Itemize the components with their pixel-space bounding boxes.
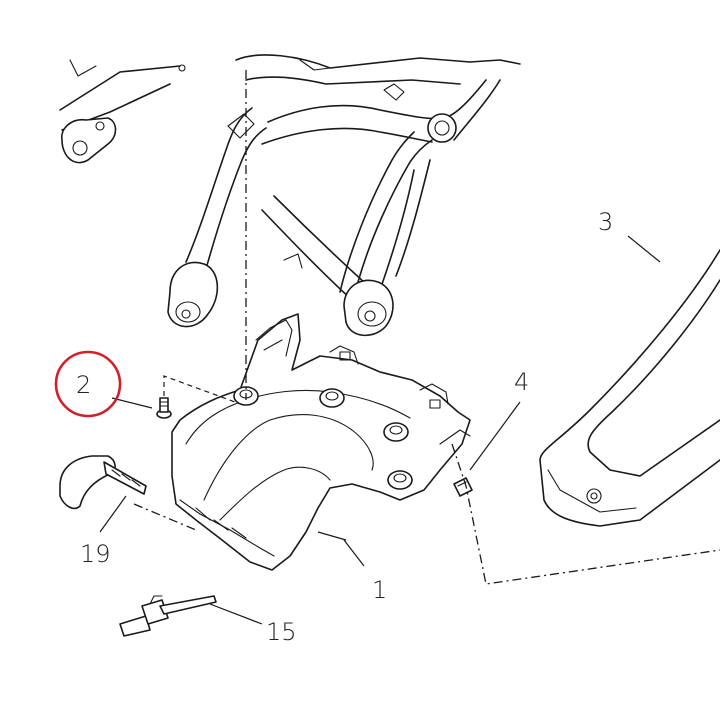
callout-1: 1 <box>372 576 387 604</box>
leader-lines <box>99 235 661 625</box>
part-3-side-cover <box>539 249 720 527</box>
callout-3: 3 <box>598 208 613 236</box>
part-15-cable-tie <box>119 595 217 637</box>
part-4-speed-nut <box>453 477 473 497</box>
part-2-screw <box>156 397 172 419</box>
callout-15: 15 <box>266 618 297 646</box>
part-1-undertray <box>171 313 471 571</box>
rear-subframe <box>59 54 521 337</box>
highlight-circle <box>54 350 122 418</box>
callout-2: 2 <box>76 371 91 399</box>
callout-19: 19 <box>80 540 111 568</box>
assembly-lines <box>133 70 720 585</box>
callout-4: 4 <box>514 368 529 396</box>
part-19-clip <box>59 455 147 510</box>
